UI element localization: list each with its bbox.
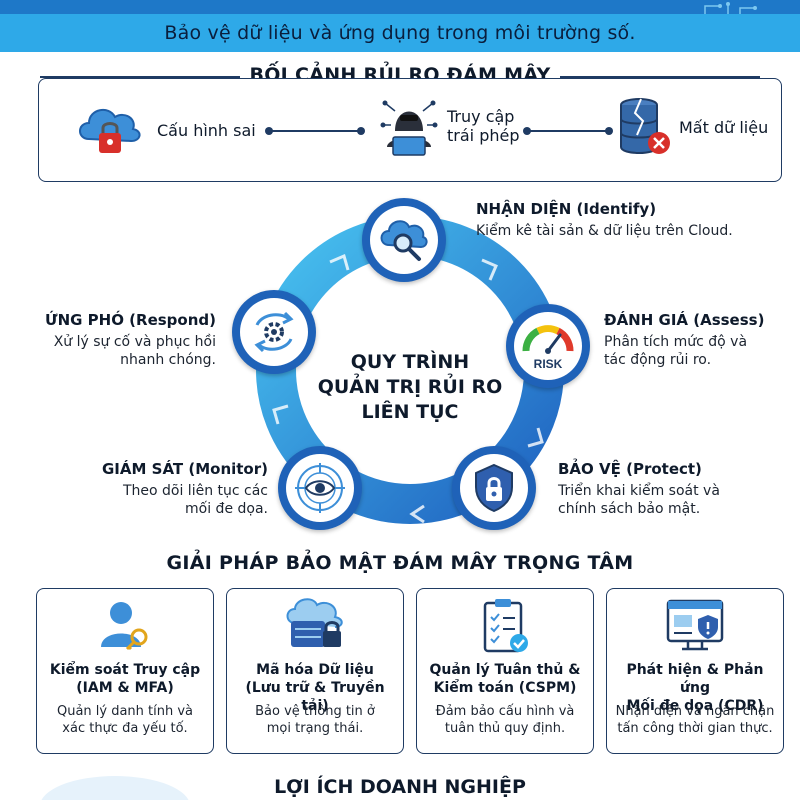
stage-desc-protect-line2: chính sách bảo mật. [558, 501, 701, 517]
card-title-iam: Kiểm soát Truy cập (IAM & MFA) [41, 661, 209, 697]
circuit-decoration-icon [704, 2, 757, 14]
card-desc-cdr: Nhận diện và ngăn chặn tấn công thời gia… [613, 703, 777, 737]
stage-desc-assess: Phân tích mức độ và tác động rủi ro. [604, 333, 747, 369]
card-title-cspm: Quản lý Tuân thủ & Kiểm toán (CSPM) [421, 661, 589, 697]
stage-desc-protect: Triển khai kiểm soát và chính sách bảo m… [558, 482, 720, 518]
card-desc-encryption-line2: mọi trạng thái. [266, 721, 364, 736]
cloud-server-lock-icon [286, 598, 343, 647]
card-desc-cspm: Đảm bảo cấu hình và tuân thủ quy định. [423, 703, 587, 737]
connector-dot [523, 127, 531, 135]
card-desc-encryption: Bảo vệ thông tin ở mọi trạng thái. [233, 703, 397, 737]
cycle-center-line1: QUY TRÌNH [350, 351, 470, 373]
hacker-icon [380, 100, 438, 156]
card-title-cspm-line1: Quản lý Tuân thủ & [429, 662, 581, 678]
benefits-title: LỢI ÍCH DOANH NGHIỆP [274, 776, 526, 798]
risk-item-unauthorized: Truy cập trái phép [379, 93, 519, 159]
top-strip [0, 0, 800, 14]
stage-desc-identify: Kiểm kê tài sản & dữ liệu trên Cloud. [476, 223, 733, 239]
connector-line [529, 130, 609, 132]
stage-desc-assess-line2: tác động rủi ro. [604, 352, 712, 368]
card-title-cspm-line2: Kiểm toán (CSPM) [433, 680, 577, 696]
card-desc-iam-line1: Quản lý danh tính và [56, 704, 194, 719]
risk-context-box: Cấu hình sai Truy cập trái phép [38, 78, 782, 182]
cycle-center-line3: LIÊN TỤC [361, 401, 459, 423]
cloud-lock-icon [79, 108, 141, 153]
card-title-iam-line1: Kiểm soát Truy cập [49, 662, 201, 678]
stage-desc-respond-line1: Xử lý sự cố và phục hồi [53, 334, 216, 350]
shield-lock-icon [475, 463, 513, 513]
user-key-icon [101, 602, 148, 651]
cycle-node-monitor [278, 446, 362, 530]
stage-desc-monitor: Theo dõi liên tục các mối đe dọa. [68, 482, 268, 518]
risk-item-data-loss: Mất dữ liệu [617, 95, 768, 159]
cycle-node-assess: RISK [506, 304, 590, 388]
checklist-icon [483, 599, 528, 653]
risk-label-unauthorized-line1: Truy cập [447, 107, 515, 126]
connector-line [271, 130, 361, 132]
card-desc-cspm-line2: tuân thủ quy định. [444, 721, 566, 736]
risk-label-data-loss: Mất dữ liệu [679, 117, 769, 137]
broken-database-icon [620, 98, 670, 154]
risk-badge-text: RISK [534, 357, 563, 371]
cycle-node-identify [362, 198, 446, 282]
card-desc-cdr-line2: tấn công thời gian thực. [617, 721, 773, 736]
card-title-encryption-line2: (Lưu trữ & Truyền tải) [245, 680, 385, 714]
stage-title-assess: ĐÁNH GIÁ (Assess) [604, 311, 765, 329]
stage-title-respond: ỨNG PHÓ (Respond) [45, 311, 216, 329]
risk-label-misconfig: Cấu hình sai [157, 120, 256, 140]
stage-desc-monitor-line1: Theo dõi liên tục các [122, 483, 268, 499]
card-title-cdr-line1: Phát hiện & Phản ứng [626, 662, 764, 696]
stage-desc-protect-line1: Triển khai kiểm soát và [558, 483, 720, 499]
card-title-cdr-line2: Mối đe dọa (CDR) [626, 698, 764, 714]
stage-title-identify: NHẬN DIỆN (Identify) [476, 200, 657, 218]
cloud-search-icon [380, 220, 428, 261]
gear-cycle-icon [254, 311, 294, 353]
subtitle-banner: Bảo vệ dữ liệu và ứng dụng trong môi trư… [0, 14, 800, 52]
stage-desc-respond-line2: nhanh chóng. [120, 352, 216, 368]
card-title-encryption: Mã hóa Dữ liệu (Lưu trữ & Truyền tải) [231, 661, 399, 715]
card-title-cdr: Phát hiện & Phản ứng Mối đe dọa (CDR) [611, 661, 779, 715]
connector-dot [357, 127, 365, 135]
risk-label-unauthorized-line2: trái phép [447, 126, 520, 145]
banner-subtitle: Bảo vệ dữ liệu và ứng dụng trong môi trư… [164, 22, 636, 44]
risk-item-misconfig: Cấu hình sai [75, 101, 256, 159]
stage-desc-monitor-line2: mối đe dọa. [185, 501, 268, 517]
connector-dot [265, 127, 273, 135]
solution-card-cdr: Phát hiện & Phản ứng Mối đe dọa (CDR) Nh… [606, 588, 784, 754]
stage-title-protect: BẢO VỆ (Protect) [558, 460, 702, 478]
card-desc-iam-line2: xác thực đa yếu tố. [62, 721, 188, 736]
card-desc-cspm-line1: Đảm bảo cấu hình và [435, 704, 575, 719]
cycle-center-line2: QUẢN TRỊ RỦI RO [317, 376, 503, 398]
solutions-title: GIẢI PHÁP BẢO MẬT ĐÁM MÂY TRỌNG TÂM [166, 552, 634, 574]
title-rule-right [560, 76, 760, 78]
solution-card-encryption: Mã hóa Dữ liệu (Lưu trữ & Truyền tải) Bả… [226, 588, 404, 754]
card-title-encryption-line1: Mã hóa Dữ liệu [256, 662, 374, 678]
solution-card-cspm: Quản lý Tuân thủ & Kiểm toán (CSPM) Đảm … [416, 588, 594, 754]
cycle-center-title: QUY TRÌNH QUẢN TRỊ RỦI RO LIÊN TỤC [310, 350, 510, 425]
cycle-node-protect [452, 446, 536, 530]
card-desc-iam: Quản lý danh tính và xác thực đa yếu tố. [43, 703, 207, 737]
solution-card-iam: Kiểm soát Truy cập (IAM & MFA) Quản lý d… [36, 588, 214, 754]
monitor-alert-icon [666, 599, 724, 651]
eye-target-icon [295, 463, 345, 513]
card-title-iam-line2: (IAM & MFA) [76, 680, 174, 696]
stage-title-monitor: GIÁM SÁT (Monitor) [102, 460, 268, 478]
title-rule-left [40, 76, 240, 78]
risk-gauge-icon: RISK [522, 325, 574, 371]
card-desc-encryption-line1: Bảo vệ thông tin ở [255, 704, 375, 719]
stage-desc-respond: Xử lý sự cố và phục hồi nhanh chóng. [16, 333, 216, 369]
cycle-node-respond [232, 290, 316, 374]
risk-label-unauthorized: Truy cập trái phép [447, 107, 519, 145]
connector-dot [605, 127, 613, 135]
stage-desc-assess-line1: Phân tích mức độ và [604, 334, 748, 350]
card-desc-cdr-line1: Nhận diện và ngăn chặn [615, 704, 775, 719]
